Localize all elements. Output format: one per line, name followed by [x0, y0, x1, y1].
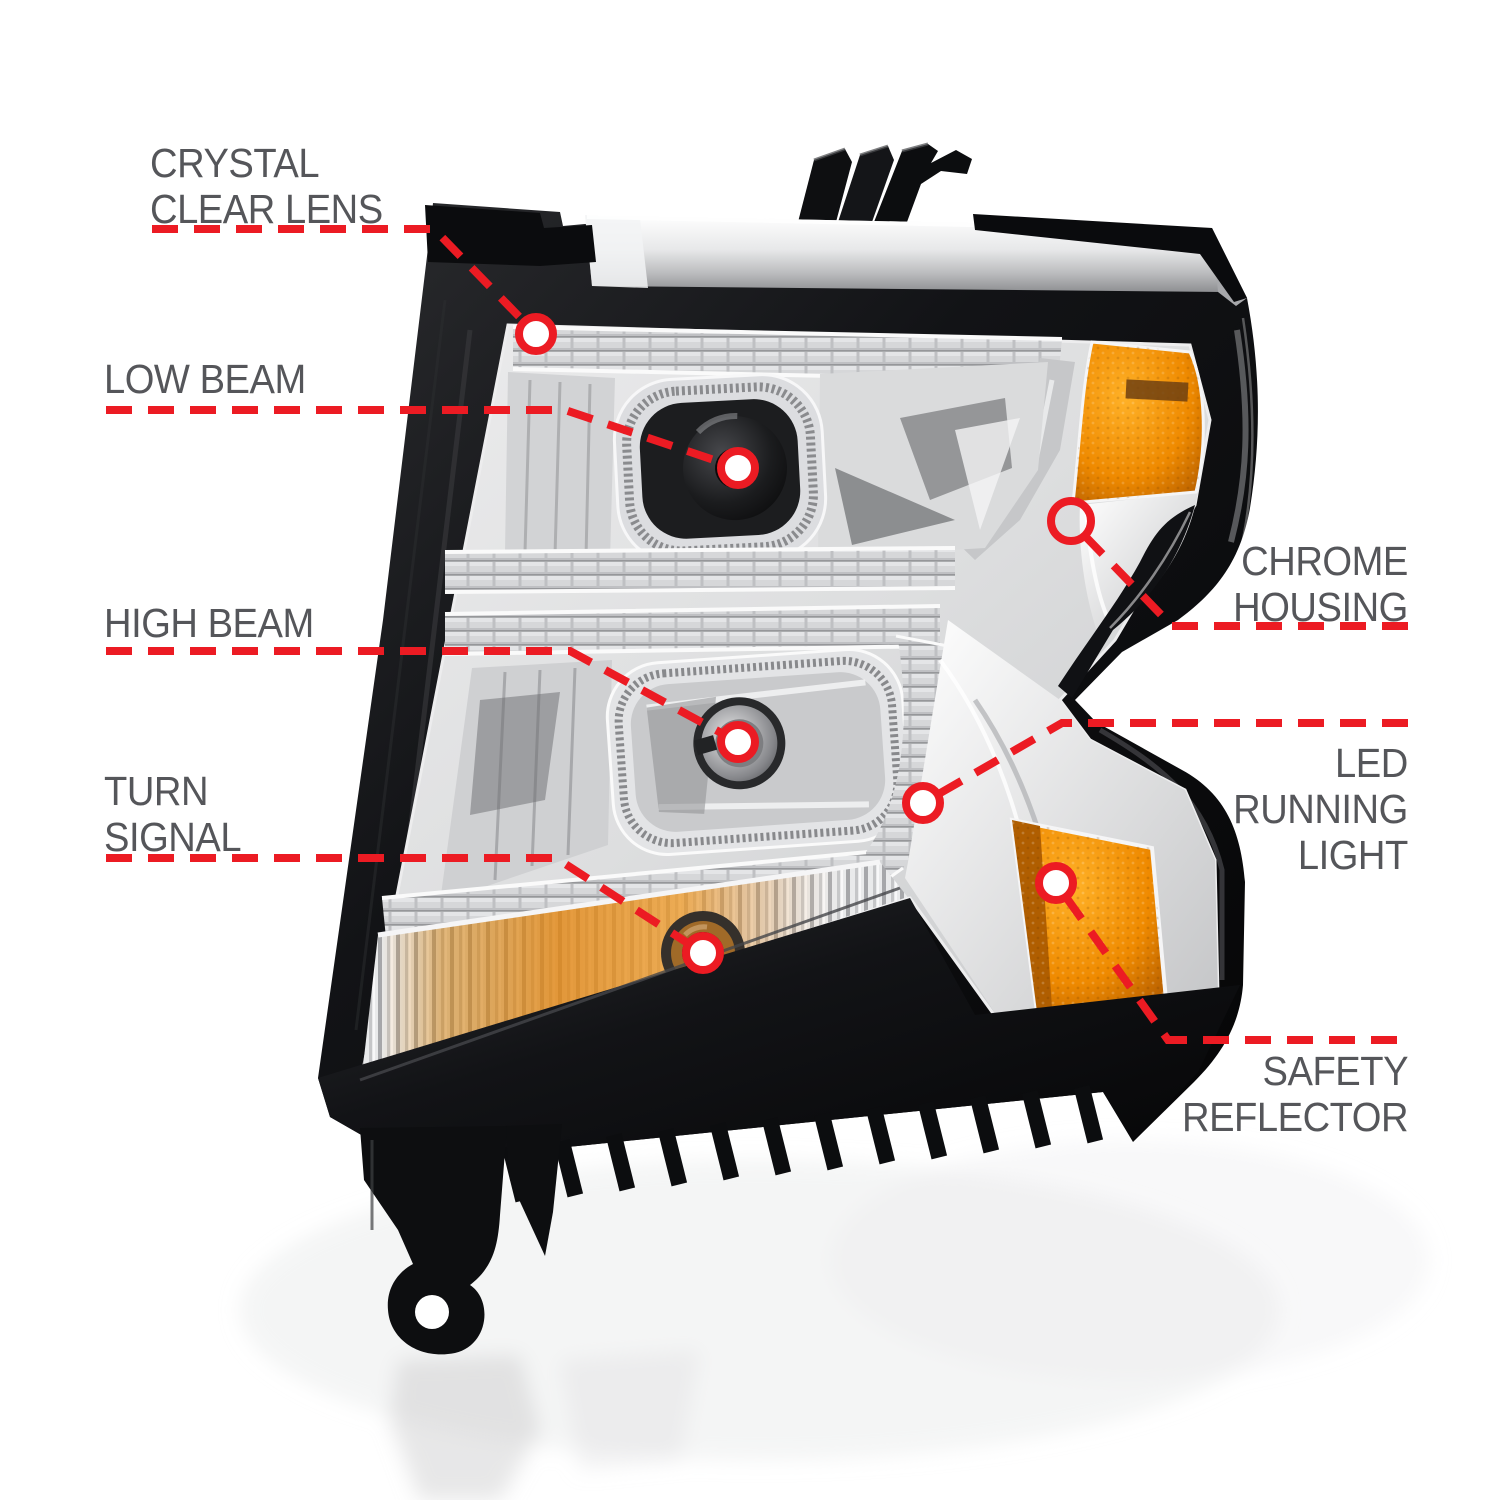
- callout-label-safety-reflector: SAFETY REFLECTOR: [1181, 1048, 1409, 1140]
- callout-line-crystal-clear-lens: [152, 225, 539, 337]
- housing-base: [318, 886, 1240, 1355]
- corner-turn-reflector: [1071, 340, 1205, 505]
- lower-bracket: [505, 1124, 562, 1256]
- callout-lines: [106, 225, 1408, 1044]
- callout-label-turn-signal: TURN SIGNAL: [104, 768, 242, 860]
- callout-line-led-running-light: [921, 719, 1408, 807]
- led-drl-bar-middle: [444, 546, 956, 656]
- callout-label-high-beam: HIGH BEAM: [104, 600, 314, 646]
- callout-line-turn-signal: [106, 854, 706, 957]
- chrome-trim-strip: [585, 214, 1247, 306]
- callout-marker-high-beam: [717, 721, 759, 763]
- callout-marker-safety-reflector: [1035, 862, 1077, 904]
- upper-bracket: [425, 205, 596, 266]
- mounting-hole: [415, 1295, 449, 1329]
- callout-marker-chrome-housing: [1047, 497, 1095, 545]
- callout-line-high-beam: [106, 647, 740, 746]
- callout-label-chrome-housing: CHROME HOUSING: [1233, 538, 1408, 630]
- callout-marker-turn-signal: [682, 932, 724, 974]
- callout-line-safety-reflector: [1052, 880, 1397, 1044]
- callout-label-low-beam: LOW BEAM: [104, 356, 306, 402]
- safety-reflector: [1009, 817, 1169, 1015]
- callout-marker-low-beam: [717, 447, 759, 489]
- mounting-bracket: [798, 142, 972, 222]
- housing-hook: [1058, 505, 1195, 698]
- callout-markers: [515, 313, 1095, 974]
- mounting-foot: [360, 1126, 507, 1355]
- callout-marker-crystal-clear-lens: [515, 313, 557, 355]
- callout-marker-led-running-light: [902, 782, 944, 824]
- callout-label-led-running-light: LED RUNNING LIGHT: [1233, 740, 1408, 878]
- reflection-shadow: [240, 1140, 1430, 1500]
- callout-line-chrome-housing: [1083, 534, 1408, 630]
- high-beam-lamp: [605, 648, 911, 856]
- callout-label-crystal-clear-lens: CRYSTAL CLEAR LENS: [150, 140, 383, 232]
